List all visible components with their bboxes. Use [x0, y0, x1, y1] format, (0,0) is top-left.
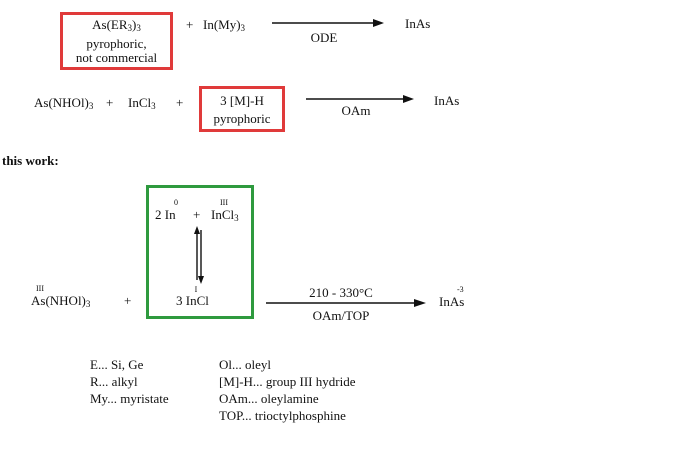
- reagent-note-pyrophoric: pyrophoric,: [86, 36, 147, 51]
- equilibrium-arrows: [194, 226, 204, 284]
- oxidation-state-as-iii: III: [36, 284, 44, 293]
- reagent-incl3: InCl3: [211, 207, 239, 223]
- oxidation-state-inas-minus3: -3: [457, 285, 464, 294]
- reagent-note-not-commercial: not commercial: [75, 50, 158, 65]
- reagent-incl3: InCl3: [128, 95, 156, 111]
- oxidation-state-incl-i: I: [194, 285, 198, 294]
- legend-item: Ol... oleyl: [219, 357, 271, 372]
- legend-item: E... Si, Ge: [90, 357, 144, 372]
- oxidation-state-incl3-iii: III: [220, 198, 228, 207]
- reagent-in-my3: In(My)3: [203, 17, 246, 33]
- reaction-condition-oam: OAm: [341, 103, 371, 118]
- oxidation-state-in-0: 0: [174, 198, 178, 207]
- reaction-condition-temperature: 210 - 330°C: [309, 285, 373, 300]
- product-inas: InAs: [439, 294, 465, 309]
- reagent-as-nhol3: As(NHOl)3: [34, 95, 94, 111]
- reagent-metal-hydride: 3 [M]-H: [220, 93, 264, 108]
- plus-sign: +: [124, 293, 132, 308]
- legend-item: R... alkyl: [90, 374, 138, 389]
- plus-sign: +: [176, 95, 184, 110]
- reagent-as-nhol3: As(NHOl)3: [31, 293, 91, 309]
- reagent-3-incl: 3 InCl: [176, 293, 209, 308]
- reagent-2-in: 2 In: [155, 207, 176, 222]
- plus-sign: +: [193, 207, 201, 222]
- legend-item: My... myristate: [90, 391, 169, 406]
- reagent-as-er3: As(ER3)3: [92, 17, 141, 33]
- section-heading-this-work: this work:: [2, 153, 59, 168]
- reaction-arrow: [266, 299, 426, 307]
- legend-item: [M]-H... group III hydride: [219, 374, 356, 389]
- product-inas: InAs: [405, 16, 431, 31]
- reaction-arrow: [272, 19, 384, 27]
- reaction-condition-ode: ODE: [310, 30, 338, 45]
- plus-sign: +: [106, 95, 114, 110]
- reaction-arrow: [306, 95, 414, 103]
- product-inas: InAs: [434, 93, 460, 108]
- highlight-box-indium-equilibrium: [146, 185, 254, 319]
- plus-sign: +: [186, 17, 194, 32]
- highlight-box-hydride: [199, 86, 285, 132]
- reagent-note-pyrophoric: pyrophoric: [213, 111, 271, 126]
- legend-item: OAm... oleylamine: [219, 391, 319, 406]
- reaction-condition-solvent: OAm/TOP: [312, 308, 370, 323]
- highlight-box-pyrophoric-reagent: [60, 12, 173, 70]
- legend-item: TOP... trioctylphosphine: [219, 408, 346, 423]
